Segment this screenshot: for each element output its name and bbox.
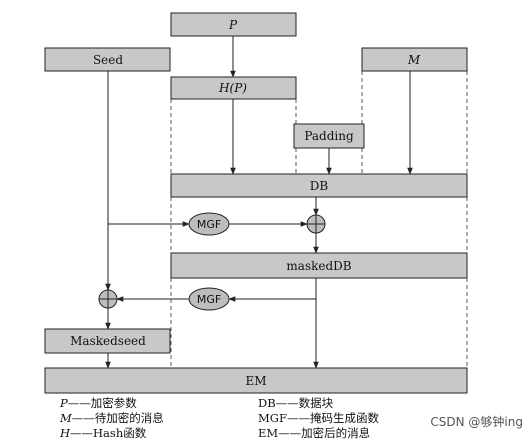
mgf-bottom-label: MGF	[197, 293, 221, 306]
box-masked-seed: Maskedseed	[44, 328, 171, 354]
box-padding-label: Padding	[304, 129, 354, 143]
watermark: CSDN @够钟ing	[430, 415, 523, 429]
box-em: EM	[44, 367, 468, 394]
legend-symbol: H	[60, 426, 71, 440]
box-hp: H(P)	[170, 76, 297, 100]
box-masked-db: maskedDB	[170, 252, 468, 279]
legend-symbol: MGF	[258, 411, 287, 425]
legend-symbol: P	[60, 396, 68, 410]
legend-text: ——掩码生成函数	[286, 411, 379, 425]
legend-item: DB——数据块	[258, 396, 379, 411]
legend-text: ——加密后的消息	[278, 426, 371, 440]
mgf-top: MGF	[188, 212, 230, 236]
xor-top-icon	[306, 214, 326, 234]
box-db: DB	[170, 173, 468, 198]
box-seed-label: Seed	[93, 53, 123, 67]
mgf-top-label: MGF	[197, 218, 221, 231]
legend-text: ——数据块	[275, 396, 334, 410]
box-padding: Padding	[293, 123, 365, 149]
legend-symbol: DB	[258, 396, 276, 410]
box-m-label: M	[407, 53, 421, 67]
legend-symbol: EM	[258, 426, 279, 440]
mgf-bottom: MGF	[188, 287, 230, 311]
box-masked-seed-label: Maskedseed	[70, 334, 146, 348]
box-db-label: DB	[310, 179, 329, 193]
legend-text: ——待加密的消息	[71, 411, 164, 425]
box-em-label: EM	[245, 374, 266, 388]
legend-text: ——Hash函数	[70, 426, 147, 440]
box-hp-label: H(P)	[218, 81, 247, 95]
dashed-guides	[170, 71, 468, 368]
legend-left: P——加密参数 M——待加密的消息 H——Hash函数	[60, 396, 164, 441]
connectors	[105, 36, 413, 369]
legend-item: EM——加密后的消息	[258, 426, 379, 441]
legend-right: DB——数据块 MGF——掩码生成函数 EM——加密后的消息	[258, 396, 379, 441]
legend-item: P——加密参数	[60, 396, 164, 411]
box-m: M	[361, 47, 468, 72]
box-p: P	[170, 12, 297, 37]
legend-symbol: M	[60, 411, 72, 425]
box-seed: Seed	[44, 47, 171, 72]
legend-item: H——Hash函数	[60, 426, 164, 441]
xor-bottom-icon	[98, 289, 118, 309]
box-masked-db-label: maskedDB	[286, 259, 351, 273]
legend-text: ——加密参数	[67, 396, 137, 410]
box-p-label: P	[228, 18, 238, 32]
legend-item: MGF——掩码生成函数	[258, 411, 379, 426]
legend-item: M——待加密的消息	[60, 411, 164, 426]
